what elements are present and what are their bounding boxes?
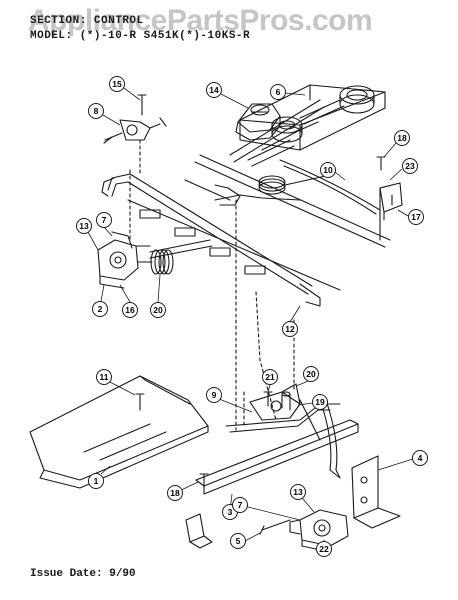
- mounting-bar: [195, 403, 359, 495]
- callout-11: 11: [96, 369, 112, 385]
- svg-text:14: 14: [209, 85, 219, 95]
- callout-13-top: 13: [76, 218, 92, 234]
- thermostat: [235, 103, 281, 141]
- svg-text:6: 6: [276, 87, 281, 97]
- svg-text:7: 7: [102, 215, 107, 225]
- shaft-left: [149, 239, 213, 259]
- valve-8: [103, 117, 167, 144]
- svg-text:2: 2: [98, 304, 103, 314]
- callout-22: 22: [316, 541, 332, 557]
- callout-16: 16: [122, 302, 138, 318]
- callout-9: 9: [206, 387, 222, 403]
- watermark: AppliancePartsPros.com: [28, 4, 373, 37]
- callout-18-bottom: 18: [167, 485, 183, 501]
- screw-18-bottom: [199, 473, 209, 489]
- svg-text:1: 1: [94, 476, 99, 486]
- callout-17: 17: [408, 209, 424, 225]
- heat-shield: [29, 375, 209, 489]
- callout-13-lower: 13: [290, 484, 306, 500]
- spring-20: [150, 249, 174, 275]
- tube-10: [214, 159, 381, 241]
- svg-text:3: 3: [228, 507, 233, 517]
- svg-text:15: 15: [112, 79, 122, 89]
- model-line: MODEL: (*)-10-R S451K(*)-10KS-R: [30, 30, 251, 42]
- svg-text:11: 11: [100, 372, 109, 382]
- svg-text:20: 20: [153, 305, 163, 315]
- callout-7-lower: 7: [232, 497, 248, 513]
- callout-12: 12: [282, 321, 298, 337]
- svg-text:5: 5: [236, 536, 241, 546]
- callout-2: 2: [92, 301, 108, 317]
- svg-text:20: 20: [306, 369, 316, 379]
- leader-lines: [87, 87, 417, 546]
- rear-bar: [184, 154, 391, 248]
- callout-18-top: 18: [394, 130, 410, 146]
- bracket-17: [379, 182, 403, 221]
- svg-text:18: 18: [397, 133, 407, 143]
- screw-5: [259, 519, 291, 535]
- svg-text:22: 22: [319, 544, 329, 554]
- svg-text:8: 8: [94, 106, 99, 116]
- svg-text:13: 13: [79, 221, 89, 231]
- svg-text:13: 13: [293, 487, 303, 497]
- callout-15: 15: [109, 76, 125, 92]
- svg-text:12: 12: [285, 324, 295, 334]
- bracket-4: [351, 455, 401, 529]
- callout-7-top: 7: [96, 212, 112, 228]
- svg-text:17: 17: [411, 212, 421, 222]
- callout-19: 19: [312, 394, 328, 410]
- burner-top-right: [339, 85, 375, 114]
- svg-text:21: 21: [265, 372, 275, 382]
- callout-6: 6: [270, 84, 286, 100]
- svg-text:16: 16: [125, 305, 135, 315]
- screw-15: [137, 94, 147, 116]
- svg-text:18: 18: [170, 488, 180, 498]
- burner-tubes: [229, 99, 345, 167]
- callout-5: 5: [230, 533, 246, 549]
- section-title: SECTION: CONTROL: [30, 15, 144, 27]
- regulator-left: [97, 231, 153, 289]
- callout-20-lower: 20: [303, 366, 319, 382]
- callout-21: 21: [262, 369, 278, 385]
- callout-23: 23: [402, 158, 418, 174]
- screw-18-top: [376, 156, 386, 171]
- svg-text:10: 10: [323, 165, 333, 175]
- issue-date: Issue Date: 9/90: [30, 568, 136, 580]
- screw-11: [135, 393, 145, 411]
- svg-text:7: 7: [238, 500, 243, 510]
- valve-bracket-9: [249, 383, 301, 421]
- svg-text:4: 4: [418, 453, 423, 463]
- callout-14: 14: [206, 82, 222, 98]
- callout-10: 10: [320, 162, 336, 178]
- callout-1: 1: [88, 473, 104, 489]
- callout-4: 4: [412, 450, 428, 466]
- manifold-valves: [127, 199, 341, 291]
- svg-text:9: 9: [212, 390, 217, 400]
- callout-20-left: 20: [150, 302, 166, 318]
- clip-bottom: [185, 513, 213, 549]
- assembly-lines: [129, 139, 295, 431]
- callouts: 15 8 14 6 18 23 10 17 7 13 2 16 20 12 11…: [76, 76, 428, 557]
- svg-text:23: 23: [405, 161, 415, 171]
- callout-8: 8: [88, 103, 104, 119]
- burner-box: [239, 84, 386, 151]
- pilot-coil: [258, 174, 331, 195]
- svg-text:19: 19: [315, 397, 325, 407]
